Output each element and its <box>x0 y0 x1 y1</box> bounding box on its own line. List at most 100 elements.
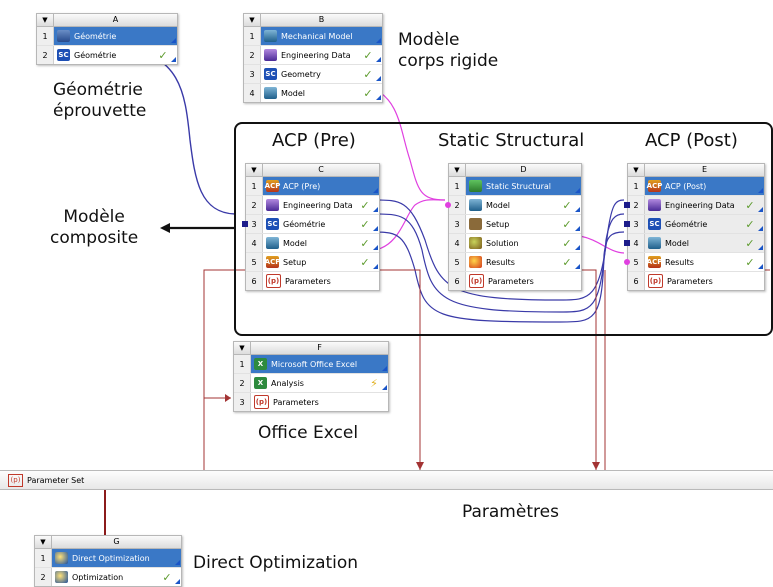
connection-port <box>624 240 630 246</box>
label-direct-optimization: Direct Optimization <box>193 553 359 573</box>
parameters-icon: (p) <box>648 274 663 288</box>
block-letter: F <box>317 343 322 352</box>
parameter-set-icon: (p) <box>8 473 23 487</box>
collapse-toggle[interactable]: ▼ <box>449 164 466 176</box>
connection-port <box>242 221 248 227</box>
collapse-toggle[interactable]: ▼ <box>628 164 645 176</box>
row-number: 4 <box>244 84 261 102</box>
parameters-icon: (p) <box>254 395 269 409</box>
geometry-icon <box>57 30 70 42</box>
collapse-toggle[interactable]: ▼ <box>246 164 263 176</box>
connection-port <box>624 221 630 227</box>
parameters-icon: (p) <box>266 274 281 288</box>
corner-icon <box>757 177 764 195</box>
cell-f3[interactable]: 3(p)Parameters <box>234 393 388 411</box>
cell-label: Parameters <box>285 276 331 286</box>
check-icon: ✓ <box>360 236 370 250</box>
acp-icon: ACP <box>264 180 281 192</box>
parameter-set-bar[interactable]: (p) Parameter Set <box>0 470 773 490</box>
connection-port <box>445 202 451 208</box>
cell-g2[interactable]: 2 Optimization ✓ <box>35 568 181 586</box>
row-number: 4 <box>449 234 466 252</box>
row-number: 1 <box>37 27 54 45</box>
check-icon: ✓ <box>360 255 370 269</box>
cell-e6[interactable]: 6(p)Parameters <box>628 272 764 290</box>
cell-label: Setup <box>283 257 307 267</box>
label-acp-post: ACP (Post) <box>645 130 738 151</box>
row-number: 2 <box>37 46 54 64</box>
parameter-set-label: Parameter Set <box>27 475 85 485</box>
corner-icon <box>757 215 764 233</box>
row-number: 3 <box>449 215 466 233</box>
connection-port <box>624 259 630 265</box>
collapse-toggle[interactable]: ▼ <box>35 536 52 548</box>
cell-label: Setup <box>486 219 510 229</box>
excel-analysis-icon: X <box>254 377 267 389</box>
check-icon: ✓ <box>162 570 172 584</box>
acp-icon: ACP <box>646 180 663 192</box>
row-number: 2 <box>35 568 52 586</box>
sc-icon: SC <box>266 218 279 230</box>
row-number: 4 <box>628 234 645 252</box>
row-number: 4 <box>246 234 263 252</box>
cell-d6[interactable]: 6(p)Parameters <box>449 272 581 290</box>
corner-icon <box>757 234 764 252</box>
cell-label: Parameters <box>488 276 534 286</box>
sc-icon: SC <box>648 218 661 230</box>
link-a-to-c <box>119 46 236 215</box>
collapse-toggle[interactable]: ▼ <box>37 14 54 26</box>
cell-label: Géométrie <box>283 219 326 229</box>
corner-icon <box>170 27 177 45</box>
cell-label: Optimization <box>72 572 124 582</box>
cell-label: Engineering Data <box>283 200 353 210</box>
row-number: 6 <box>449 272 466 290</box>
corner-icon <box>375 27 382 45</box>
collapse-toggle[interactable]: ▼ <box>244 14 261 26</box>
cell-label: ACP (Post) <box>665 181 707 191</box>
corner-icon <box>372 177 379 195</box>
corner-icon <box>372 215 379 233</box>
model-icon <box>648 237 661 249</box>
corner-icon <box>170 46 177 64</box>
cell-c6[interactable]: 6(p)Parameters <box>246 272 379 290</box>
label-static-structural: Static Structural <box>438 130 585 151</box>
collapse-toggle[interactable]: ▼ <box>234 342 251 354</box>
row-number: 1 <box>628 177 645 195</box>
cell-label: Engineering Data <box>281 50 351 60</box>
static-structural-icon <box>469 180 482 192</box>
cell-label: Geometry <box>281 69 321 79</box>
check-icon: ✓ <box>745 217 755 231</box>
cell-label: Results <box>665 257 694 267</box>
